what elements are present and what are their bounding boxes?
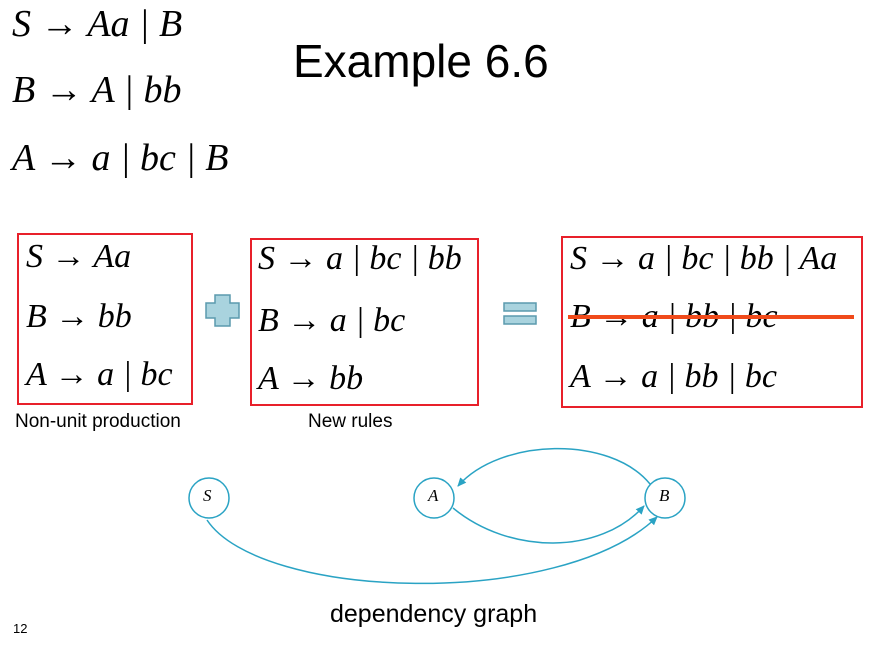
page-number: 12 [13, 621, 28, 636]
result-box [561, 236, 863, 408]
plus-icon [205, 294, 240, 327]
graph-node-s [188, 477, 230, 519]
box1-line-2: B → bb [26, 298, 132, 335]
dependency-graph-caption: dependency graph [330, 600, 538, 628]
box3-line-1: S → a | bc | bb | Aa [570, 240, 838, 277]
box2-line-2: B → a | bc [258, 302, 406, 339]
graph-node-b-label: B [659, 486, 670, 505]
grammar-line-2: B → A | bb [12, 69, 182, 111]
equals-icon [503, 302, 537, 325]
box1-line-1: S → Aa [26, 238, 132, 275]
box2-line-1: S → a | bc | bb [258, 240, 462, 277]
graph-node-s-label: S [203, 486, 212, 505]
box1-caption: Non-unit production [15, 411, 181, 432]
graph-node-a [413, 477, 455, 519]
box2-line-3: A → bb [258, 360, 364, 397]
slide-title: Example 6.6 [293, 35, 549, 87]
edge-a-to-b [452, 505, 645, 544]
box3-line-3: A → a | bb | bc [570, 358, 777, 395]
strikethrough-line [568, 315, 854, 319]
edge-s-to-b [206, 516, 658, 585]
grammar-line-3: A → a | bc | B [12, 137, 229, 179]
box2-caption: New rules [308, 411, 393, 432]
graph-node-a-label: A [428, 486, 439, 505]
edge-b-to-a [457, 447, 651, 487]
grammar-line-1: S → Aa | B [12, 3, 183, 45]
non-unit-production-box [17, 233, 193, 405]
new-rules-box [250, 238, 479, 406]
box1-line-3: A → a | bc [26, 356, 173, 393]
graph-node-b [644, 477, 686, 519]
